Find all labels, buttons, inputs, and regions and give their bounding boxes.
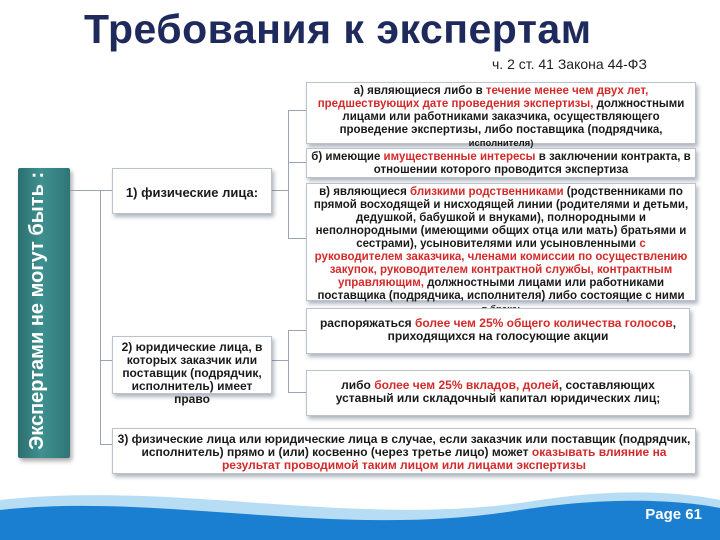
connector (70, 190, 100, 191)
voting-shares-highlight: более чем 25% общего количества голосов (414, 316, 673, 330)
sidebar-bar (18, 168, 70, 458)
law-reference: ч. 2 ст. 41 Закона 44-ФЗ (492, 56, 647, 72)
connector (272, 360, 288, 361)
criterion-b-box: б) имеющие имущественные интересы в закл… (306, 148, 696, 178)
connector (288, 330, 306, 331)
sidebar-label: Экспертами не могут быть : (26, 171, 48, 450)
connector (288, 110, 289, 238)
connector (288, 238, 306, 239)
capital-share-text-2: , составляющих уставный или складочный к… (335, 378, 661, 405)
criterion-a-text-3: исполнителя) (468, 138, 534, 149)
criterion-a-text: а) являющиеся либо в (353, 85, 486, 97)
criterion-c-highlight-2: с руководителем заказчика, членами комис… (314, 238, 688, 289)
voting-shares-text: распоряжаться (319, 316, 415, 330)
influence-text: 3) физические лица или юридические лица … (117, 432, 691, 459)
connector (100, 190, 101, 445)
voting-shares-box: распоряжаться более чем 25% общего колич… (306, 308, 690, 354)
legal-entities-label: 2) юридические лица, в которых заказчик … (121, 340, 263, 406)
criterion-b-text-2: в заключении контракта, в отношении кото… (373, 151, 691, 176)
connector (272, 190, 288, 191)
criterion-c-highlight: близкими родственниками (410, 186, 564, 198)
connector (288, 392, 306, 393)
criterion-b-text: б) имеющие (311, 151, 384, 163)
criterion-c-text-2: (родственниками по прямой восходящей и н… (313, 186, 689, 250)
legal-entities-box: 2) юридические лица, в которых заказчик … (112, 336, 272, 406)
capital-share-text: либо (341, 378, 375, 392)
connector (288, 162, 306, 163)
criterion-c-text: в) являющиеся (319, 186, 410, 198)
connector (288, 110, 306, 111)
footer-wave (0, 492, 720, 540)
voting-shares-text-2: , приходящихся на голосующие акции (387, 316, 677, 343)
connector (100, 190, 112, 191)
page-number: Page 61 (645, 506, 702, 523)
criterion-b-highlight: имущественные интересы (383, 151, 536, 163)
connector (100, 444, 112, 445)
criterion-c-box: в) являющиеся близкими родственниками (р… (306, 183, 696, 315)
criterion-c-text-3: должностными лицами или работниками пост… (317, 277, 685, 302)
physical-persons-label: 1) физические лица: (125, 185, 259, 200)
connector (288, 330, 289, 392)
influence-highlight: оказывать влияние на результат проводимо… (221, 445, 667, 472)
capital-share-highlight: более чем 25% вкладов, долей (374, 378, 559, 392)
criterion-a-highlight: течение менее чем двух лет, предшествующ… (317, 85, 649, 110)
capital-share-box: либо более чем 25% вкладов, долей, соста… (306, 370, 690, 416)
criterion-a-box: а) являющиеся либо в течение менее чем д… (306, 82, 696, 149)
physical-persons-box: 1) физические лица: (112, 168, 272, 214)
connector (100, 360, 112, 361)
criterion-a-text-2: должностными лицами или работниками зака… (339, 98, 685, 136)
page-title: Требования к экспертам (84, 6, 592, 52)
influence-box: 3) физические лица или юридические лица … (112, 428, 696, 474)
